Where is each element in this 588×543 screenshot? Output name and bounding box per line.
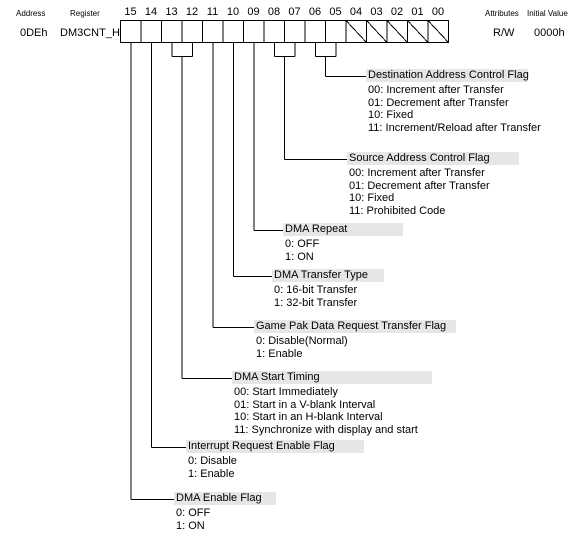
bit-number-08: 08 [267, 6, 281, 18]
field-title: DMA Enable Flag [174, 492, 276, 505]
bit-number-03: 03 [370, 6, 383, 18]
unused-bit-hatch [407, 20, 429, 43]
register-address: 0DEh [20, 27, 48, 39]
unused-bit-hatch [386, 20, 408, 43]
register-name: DM3CNT_H [60, 27, 120, 39]
field-option: 11: Prohibited Code [349, 205, 446, 218]
unused-bit-hatch [366, 20, 388, 43]
field-option: 0: 16-bit Transfer [274, 284, 358, 296]
field-option: 10: Start in an H-blank Interval [234, 411, 383, 424]
register-initial-value: 0000h [534, 27, 565, 39]
address-header: Address [16, 9, 46, 18]
field-option: 1: ON [285, 250, 314, 263]
field-option: 11: Synchronize with display and start [234, 424, 418, 437]
bit-number-14: 14 [144, 6, 158, 18]
field-option: 1: 32-bit Transfer [274, 296, 358, 309]
bit-cell-11 [202, 20, 224, 43]
register-header: Register [70, 9, 100, 18]
bit-number-12: 12 [185, 6, 199, 18]
field-option: 1: Enable [256, 347, 303, 360]
unused-bit-hatch [345, 20, 367, 43]
bit-number-11: 11 [206, 6, 219, 18]
field-title: Interrupt Request Enable Flag [186, 440, 364, 453]
bit-number-13: 13 [165, 6, 178, 18]
bit-number-07: 07 [288, 6, 301, 18]
field-option: 0: Disable [188, 455, 237, 467]
bit-cell-15 [120, 20, 142, 43]
bit-number-04: 04 [349, 6, 363, 18]
bit-cell-13 [161, 20, 183, 43]
bit-number-10: 10 [226, 6, 240, 18]
field-option: 00: Increment after Transfer [349, 167, 485, 179]
bit-number-05: 05 [329, 6, 342, 18]
field-title: Destination Address Control Flag [366, 69, 529, 82]
field-option: 01: Start in a V-blank Interval [234, 398, 376, 411]
bit-cell-12 [181, 20, 203, 43]
field-option: 01: Decrement after Transfer [368, 96, 509, 109]
field-title: DMA Repeat [283, 223, 403, 236]
bit-number-01: 01 [411, 6, 424, 18]
field-option: 01: Decrement after Transfer [349, 179, 490, 192]
bit-cell-09 [243, 20, 265, 43]
field-option: 1: Enable [188, 467, 235, 480]
initial-value-header: Initial Value [527, 9, 568, 18]
field-option: 00: Start Immediately [234, 386, 338, 398]
field-title: Game Pak Data Request Transfer Flag [254, 320, 456, 333]
bit-cell-10 [222, 20, 244, 43]
field-option: 1: ON [176, 519, 205, 532]
bit-number-09: 09 [247, 6, 260, 18]
field-title: DMA Transfer Type [272, 269, 384, 282]
field-option: 00: Increment after Transfer [368, 84, 504, 96]
field-option: 10: Fixed [368, 109, 414, 122]
field-option: 10: Fixed [349, 192, 395, 205]
field-title: DMA Start Timing [232, 371, 432, 384]
field-option: 0: OFF [176, 507, 211, 519]
bit-cell-07 [284, 20, 306, 43]
attributes-header: Attributes [485, 9, 519, 18]
register-attributes: R/W [493, 27, 515, 39]
bit-cell-14 [140, 20, 162, 43]
bit-cell-05 [325, 20, 347, 43]
bit-number-15: 15 [124, 6, 137, 18]
bit-number-02: 02 [390, 6, 404, 18]
bit-number-06: 06 [308, 6, 322, 18]
field-option: 0: Disable(Normal) [256, 335, 348, 347]
field-option: 11: Increment/Reload after Transfer [368, 122, 541, 135]
field-option: 0: OFF [285, 238, 320, 250]
unused-bit-hatch [427, 20, 449, 43]
bit-cell-08 [263, 20, 285, 43]
bit-number-00: 00 [431, 6, 445, 18]
bit-cell-06 [304, 20, 326, 43]
field-title: Source Address Control Flag [347, 152, 519, 165]
